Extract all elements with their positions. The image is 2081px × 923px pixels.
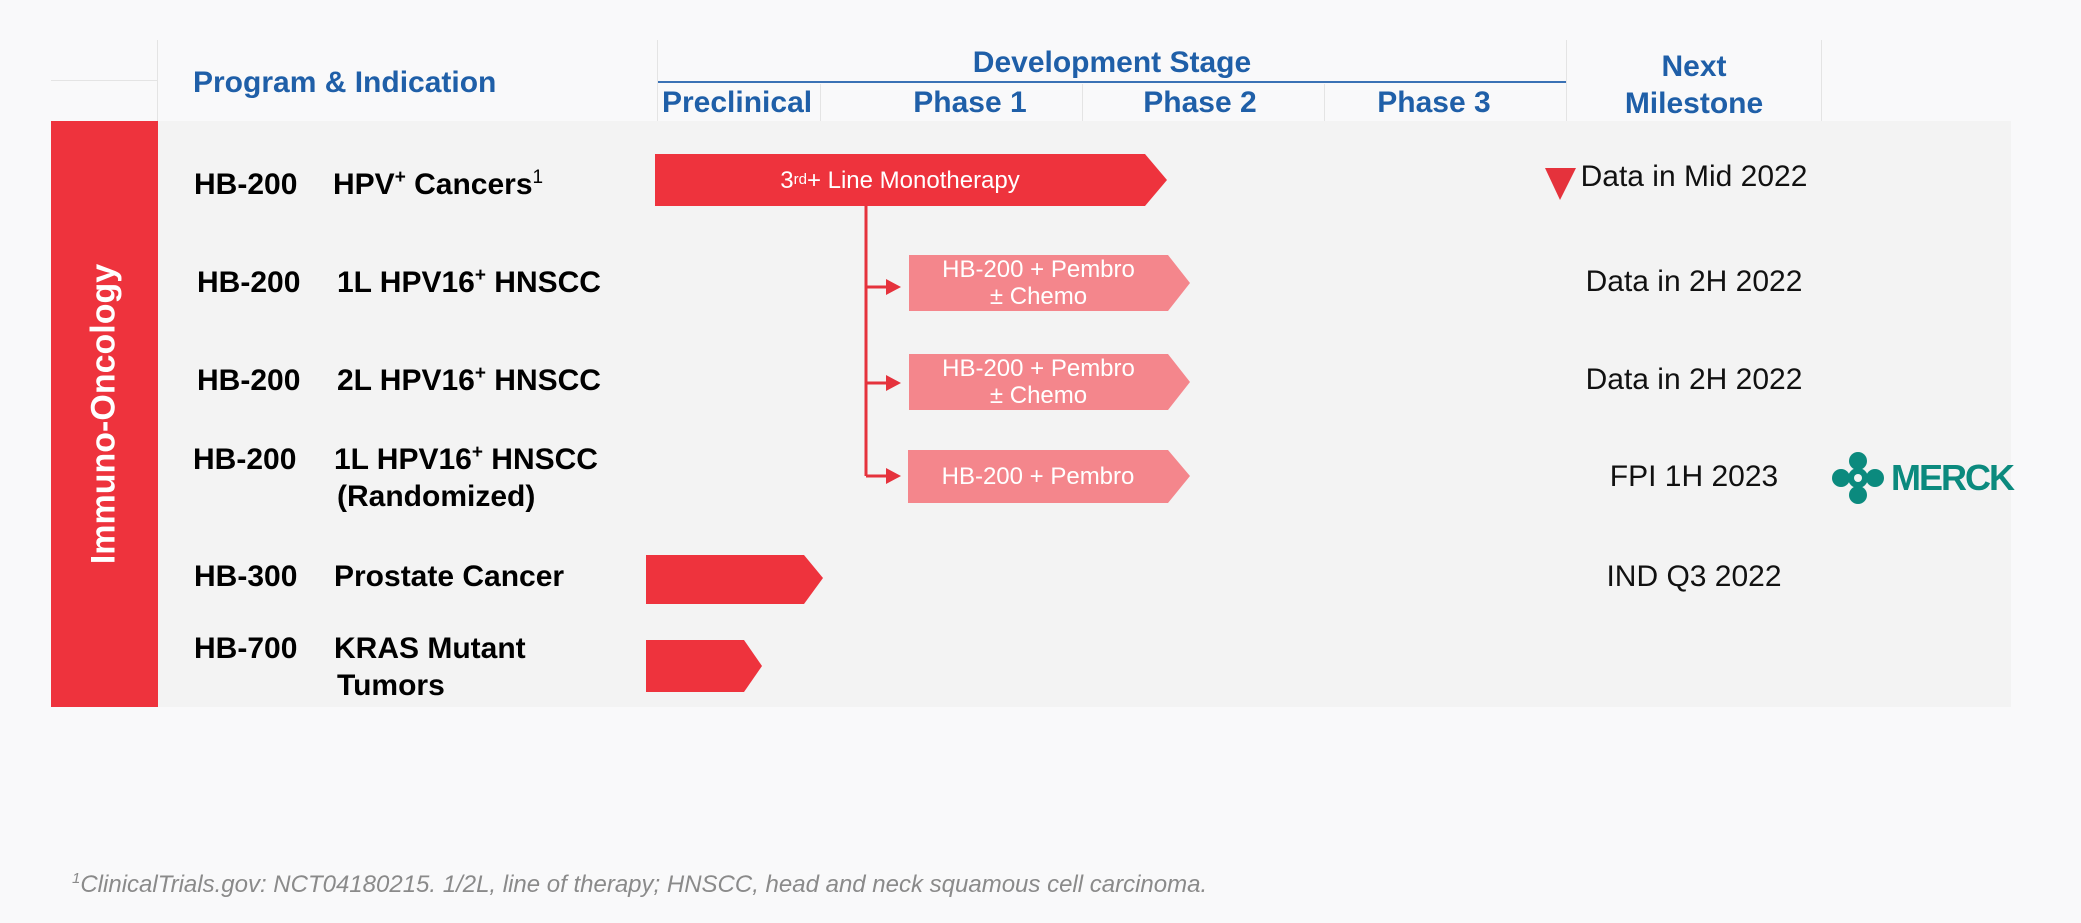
header-line-right [1821,40,1822,121]
stage-phase-1: Phase 1 [913,86,1027,119]
milestone: Data in Mid 2022 [1580,160,1808,193]
indication: 1L HPV16+ HNSCC(Randomized) [334,442,598,513]
indication: HPV+ Cancers1 [333,167,544,201]
milestone: FPI 1H 2023 [1609,460,1779,493]
indication: 1L HPV16+ HNSCC [337,265,601,299]
merck-emblem-icon [1832,452,1884,504]
program-name: HB-200 [193,443,297,476]
header-line-milestone [1566,40,1567,121]
program-name: HB-200 [197,364,301,397]
program-indication-header: Program & Indication [193,66,497,99]
program-name: HB-200 [197,266,301,299]
indication: Prostate Cancer [334,560,565,593]
category-label: Immuno-Oncology [84,263,123,565]
milestone: Data in 2H 2022 [1585,265,1803,298]
stage-preclinical: Preclinical [662,86,813,119]
program-name: HB-300 [194,560,298,593]
program-name: HB-200 [194,168,298,201]
combo-bar-2-label: HB-200 + Pembro± Chemo [942,355,1135,409]
development-stage-underline [658,81,1566,83]
header-line-stage-top [657,40,658,121]
stage-divider-3 [1324,84,1325,121]
indication: 2L HPV16+ HNSCC [337,363,601,397]
footnote: 1ClinicalTrials.gov: NCT04180215. 1/2L, … [72,870,1208,898]
development-stage-header: Development Stage [972,46,1252,79]
stage-divider-2 [1082,84,1083,121]
stage-phase-2: Phase 2 [1143,86,1257,119]
program-name: HB-700 [194,632,298,665]
milestone: IND Q3 2022 [1606,560,1782,593]
header-line-corner [51,80,157,81]
combo-bar-1-label: HB-200 + Pembro± Chemo [942,256,1135,310]
milestone: Data in 2H 2022 [1585,363,1803,396]
merck-wordmark: MERCK [1891,457,2015,498]
next-milestone-header: Next Milestone [1624,50,1764,120]
header-line-left [157,40,158,121]
category-sidebar [51,121,158,707]
table-body [51,121,2011,707]
merck-logo: MERCK [1832,452,2015,504]
stage-phase-3: Phase 3 [1377,86,1491,119]
combo-bar-3-label: HB-200 + Pembro [941,463,1135,490]
stage-divider-1 [820,84,821,121]
